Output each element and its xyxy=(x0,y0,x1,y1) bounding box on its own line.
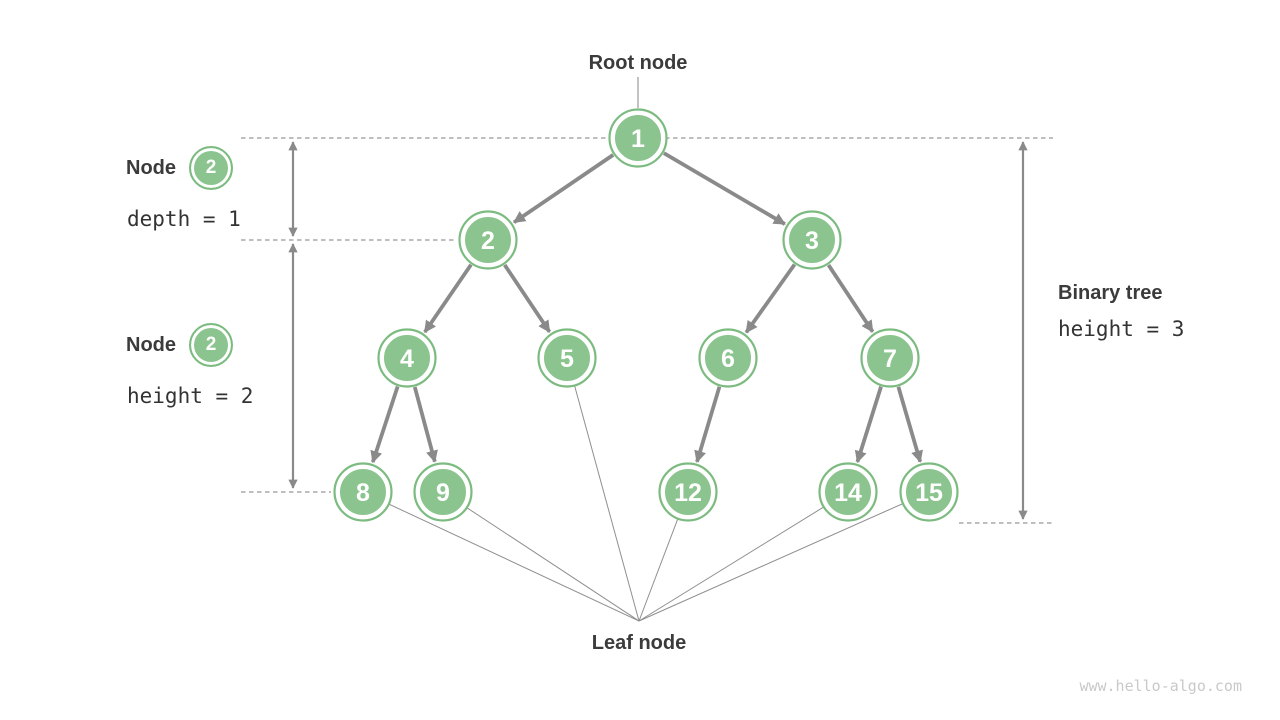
tree-node-value: 7 xyxy=(883,345,897,373)
tree-edge-7-14 xyxy=(854,386,883,464)
legend-node-depth: Node 2 xyxy=(126,146,233,190)
tree-edge-1-3 xyxy=(662,151,786,226)
tree-edge-6-12 xyxy=(694,386,722,463)
tree-node-14: 14 xyxy=(818,462,878,522)
tree-node-value: 6 xyxy=(721,345,735,373)
root-node-label: Root node xyxy=(588,52,688,74)
leaf-pointer-line xyxy=(566,357,640,622)
tree-node-2: 2 xyxy=(458,210,518,270)
tree-edge-7-15 xyxy=(896,386,923,463)
legend-node-depth-title: Node xyxy=(126,157,176,179)
leaf-pointer-line xyxy=(638,491,849,622)
tree-node-disc xyxy=(822,466,874,518)
tree-node-disc xyxy=(541,332,593,384)
tree-node-5: 5 xyxy=(537,328,597,388)
leaf-pointer-line xyxy=(362,491,640,622)
leaf-pointer-line xyxy=(638,491,930,622)
tree-node-12: 12 xyxy=(658,462,718,522)
tree-node-7: 7 xyxy=(860,328,920,388)
tree-node-9: 9 xyxy=(413,462,473,522)
tree-edge-2-5 xyxy=(503,263,552,333)
tree-node-value: 14 xyxy=(834,479,862,507)
tree-node-value: 15 xyxy=(915,479,943,507)
legend-tree-caption: height = 3 xyxy=(1058,317,1185,341)
tree-node-disc xyxy=(337,466,389,518)
tree-node-3: 3 xyxy=(782,210,842,270)
tree-node-disc xyxy=(462,214,514,266)
tree-node-4: 4 xyxy=(377,328,437,388)
legend-node-height: Node 2 xyxy=(126,323,233,367)
watermark: www.hello-algo.com xyxy=(1079,677,1242,695)
leaf-node-label: Leaf node xyxy=(591,632,687,654)
tree-node-disc xyxy=(702,332,754,384)
tree-node-1: 1 xyxy=(608,108,668,168)
node-badge: 2 xyxy=(189,146,233,190)
tree-node-disc xyxy=(612,112,664,164)
tree-node-value: 1 xyxy=(631,125,645,153)
tree-node-value: 5 xyxy=(560,345,574,373)
tree-edge-4-8 xyxy=(370,385,400,464)
tree-node-value: 4 xyxy=(400,345,414,373)
tree-edge-3-7 xyxy=(826,263,875,333)
tree-node-disc xyxy=(864,332,916,384)
tree-node-6: 6 xyxy=(698,328,758,388)
tree-node-disc xyxy=(903,466,955,518)
legend-tree-title: Binary tree xyxy=(1058,282,1163,304)
node-badge-value: 2 xyxy=(205,157,217,178)
tree-node-value: 2 xyxy=(481,227,495,255)
tree-node-8: 8 xyxy=(333,462,393,522)
tree-node-disc xyxy=(381,332,433,384)
tree-node-disc xyxy=(786,214,838,266)
tree-node-value: 12 xyxy=(674,479,702,507)
tree-node-disc xyxy=(662,466,714,518)
tree-edge-3-6 xyxy=(744,263,797,334)
tree-node-value: 3 xyxy=(805,227,819,255)
tree-edge-1-2 xyxy=(512,153,615,224)
legend-height-caption: height = 2 xyxy=(127,384,254,408)
node-badge-value: 2 xyxy=(205,334,217,355)
leaf-pointer-line xyxy=(442,491,640,622)
tree-node-value: 8 xyxy=(356,479,370,507)
node-badge: 2 xyxy=(189,323,233,367)
tree-edge-2-4 xyxy=(423,263,473,334)
legend-node-height-title: Node xyxy=(126,334,176,356)
tree-node-disc xyxy=(417,466,469,518)
tree-node-15: 15 xyxy=(899,462,959,522)
legend-depth-caption: depth = 1 xyxy=(127,207,241,231)
tree-edge-4-9 xyxy=(412,386,438,463)
tree-node-value: 9 xyxy=(436,479,450,507)
